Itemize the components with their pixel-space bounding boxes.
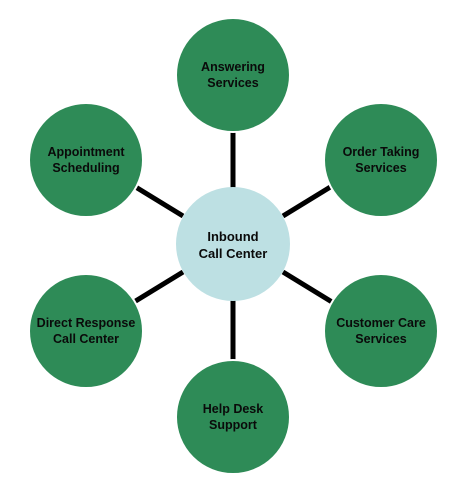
node-label-line1: Help Desk [203, 402, 263, 416]
node-circle [28, 102, 144, 218]
node-order-taking-services: Order Taking Services [323, 102, 439, 218]
node-help-desk-support: Help Desk Support [175, 359, 291, 475]
center-label-line2: Call Center [199, 246, 268, 261]
node-label-line2: Services [207, 76, 258, 90]
node-label-line2: Services [355, 332, 406, 346]
node-circle [28, 273, 144, 389]
center-label-line1: Inbound [207, 229, 258, 244]
node-answering-services: Answering Services [175, 17, 291, 133]
node-circle [323, 102, 439, 218]
center-circle [176, 187, 290, 301]
connectors [132, 132, 334, 360]
node-appointment-scheduling: Appointment Scheduling [28, 102, 144, 218]
node-circle [175, 359, 291, 475]
node-label-line1: Answering [201, 60, 265, 74]
node-label-line2: Scheduling [52, 161, 119, 175]
node-direct-response-call-center: Direct Response Call Center [28, 273, 144, 389]
connector-order-taking [281, 183, 334, 219]
node-circle [323, 273, 439, 389]
node-label-line1: Direct Response [37, 316, 136, 330]
node-circle [175, 17, 291, 133]
node-label-line2: Support [209, 418, 258, 432]
node-label-line1: Customer Care [336, 316, 426, 330]
center-node-inbound-call-center: Inbound Call Center [176, 187, 290, 301]
node-label-line2: Services [355, 161, 406, 175]
node-label-line1: Order Taking [343, 145, 420, 159]
node-label-line1: Appointment [47, 145, 125, 159]
connector-customer-care [281, 269, 334, 305]
connector-appointment [132, 183, 185, 219]
connector-direct-response [132, 269, 185, 305]
node-label-line2: Call Center [53, 332, 119, 346]
node-customer-care-services: Customer Care Services [323, 273, 439, 389]
